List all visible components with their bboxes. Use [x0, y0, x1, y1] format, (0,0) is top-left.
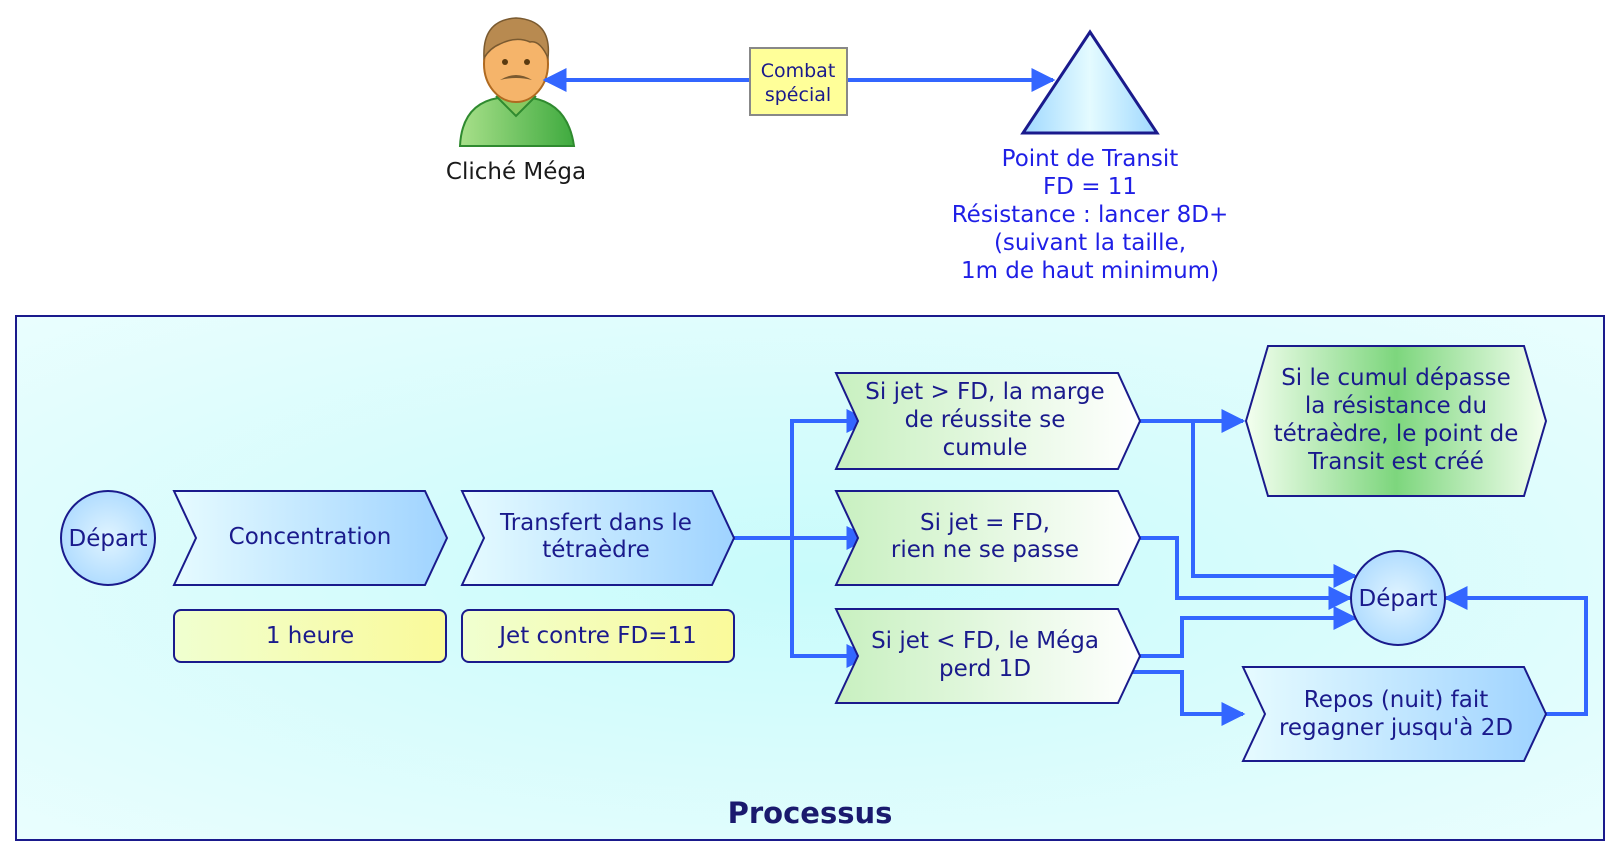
cumul-label-line1: Si le cumul dépasse	[1281, 365, 1511, 391]
duration-label: 1 heure	[266, 623, 354, 649]
less-label-line2: perd 1D	[939, 656, 1031, 682]
connector-transfer-to-greater	[790, 409, 871, 538]
connector-greater-to-end	[1191, 421, 1358, 588]
transit-label-line2: FD = 11	[1043, 174, 1137, 200]
transfer-step	[460, 490, 736, 586]
process-title: Processus	[728, 796, 893, 830]
rest-label-line1: Repos (nuit) fait	[1304, 687, 1488, 713]
cumul-label-line4: Transit est créé	[1307, 449, 1484, 475]
transit-label-line3: Résistance : lancer 8D+	[952, 202, 1229, 228]
equal-step	[834, 490, 1142, 586]
cumul-outcome	[1244, 345, 1548, 497]
end-circle	[1350, 550, 1446, 646]
less-label-line1: Si jet < FD, le Méga	[871, 628, 1099, 654]
duration-box	[173, 609, 447, 663]
combat-label-line2: spécial	[765, 84, 831, 106]
transit-label-line4: (suivant la taille,	[994, 230, 1186, 256]
roll-box	[461, 609, 735, 663]
start-label: Départ	[68, 526, 147, 552]
greater-label-line1: Si jet > FD, la marge	[865, 379, 1104, 405]
combat-special-box	[749, 47, 848, 116]
greater-label-line3: cumule	[943, 435, 1028, 461]
greater-label-line2: de réussite se	[905, 407, 1066, 433]
actor-person-icon	[458, 17, 576, 147]
connector-equal-to-end	[1140, 536, 1353, 610]
process-connectors	[733, 409, 1588, 726]
rest-label-line2: regagner jusqu'à 2D	[1279, 715, 1513, 741]
connector-less-to-rest	[1132, 670, 1246, 726]
cumul-label-line2: la résistance du	[1305, 393, 1487, 419]
connector-transfer-to-less	[790, 538, 871, 668]
transit-label-line5: 1m de haut minimum)	[961, 258, 1219, 284]
connector-less-to-end	[1132, 606, 1358, 658]
end-label: Départ	[1358, 586, 1437, 612]
transfer-label-line2: tétraèdre	[542, 537, 650, 563]
actor-label: Cliché Méga	[446, 159, 586, 185]
transit-label-line1: Point de Transit	[1002, 146, 1179, 172]
connector-rest-to-end	[1443, 586, 1588, 716]
combat-label-line1: Combat	[761, 60, 836, 82]
equal-label-line1: Si jet = FD,	[920, 510, 1050, 536]
transfer-label-line1: Transfert dans le	[499, 510, 692, 536]
equal-label-line2: rien ne se passe	[891, 537, 1079, 563]
concentration-step	[172, 490, 449, 586]
rest-step	[1241, 666, 1548, 762]
less-step	[834, 608, 1142, 704]
transit-point-triangle-icon	[1020, 29, 1160, 135]
roll-label: Jet contre FD=11	[497, 623, 696, 649]
greater-step	[834, 372, 1142, 470]
concentration-label: Concentration	[229, 524, 392, 550]
cumul-label-line3: tétraèdre, le point de	[1274, 421, 1519, 447]
start-circle	[60, 490, 156, 586]
